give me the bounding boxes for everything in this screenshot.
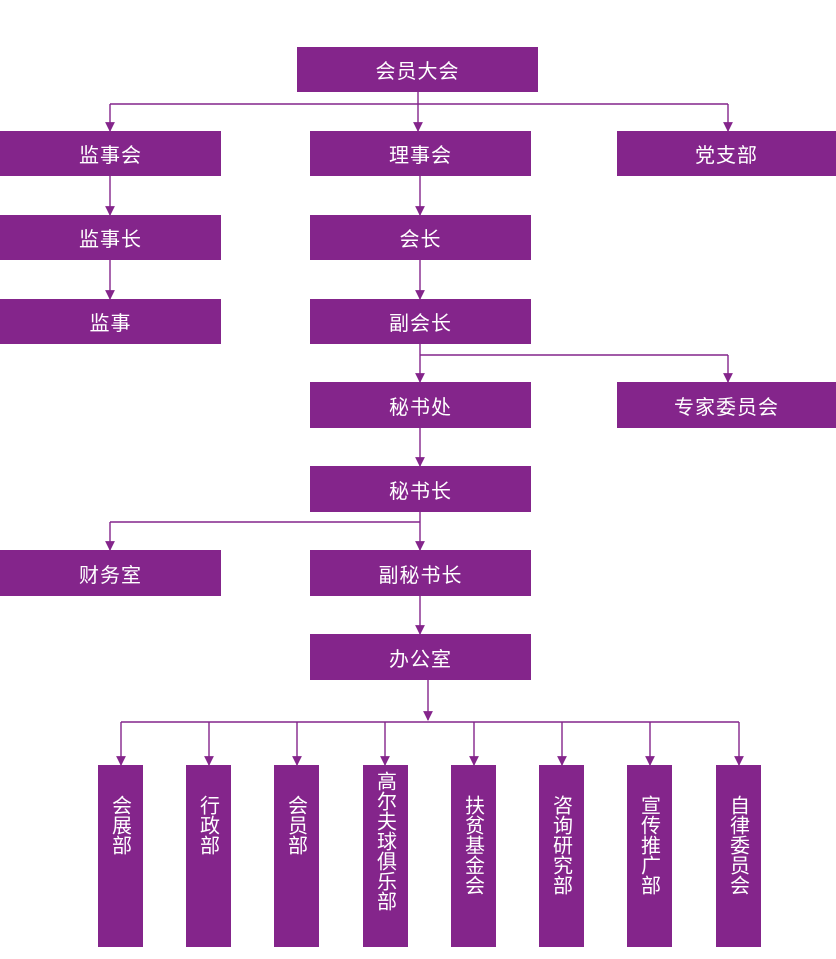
node-supervisory-board: 监事会 [0, 131, 221, 176]
dept-label: 会员部 [284, 795, 309, 855]
dept-label: 宣传推广部 [637, 795, 662, 895]
node-vice-president: 副会长 [310, 299, 531, 344]
node-deputy-secretary-general: 副秘书长 [310, 550, 531, 596]
dept-membership: 会员部 [274, 765, 319, 947]
node-finance-office: 财务室 [0, 550, 221, 596]
node-secretariat: 秘书处 [310, 382, 531, 428]
node-chief-supervisor: 监事长 [0, 215, 221, 260]
dept-label: 会展部 [108, 795, 133, 855]
dept-label: 扶贫基金会 [461, 795, 486, 895]
node-party-branch: 党支部 [617, 131, 836, 176]
dept-promotion: 宣传推广部 [627, 765, 672, 947]
dept-administration: 行政部 [186, 765, 231, 947]
dept-exhibition: 会展部 [98, 765, 143, 947]
dept-label: 高尔夫球俱乐部 [373, 771, 398, 911]
node-office: 办公室 [310, 634, 531, 680]
dept-label: 行政部 [196, 795, 221, 855]
node-expert-committee: 专家委员会 [617, 382, 836, 428]
dept-label: 咨询研究部 [549, 795, 574, 895]
dept-golf-club: 高尔夫球俱乐部 [363, 765, 408, 947]
node-president: 会长 [310, 215, 531, 260]
node-supervisor: 监事 [0, 299, 221, 344]
node-secretary-general: 秘书长 [310, 466, 531, 512]
node-assembly: 会员大会 [297, 47, 538, 92]
dept-poverty-fund: 扶贫基金会 [451, 765, 496, 947]
node-council: 理事会 [310, 131, 531, 176]
dept-self-discipline-committee: 自律委员会 [716, 765, 761, 947]
dept-consulting-research: 咨询研究部 [539, 765, 584, 947]
dept-label: 自律委员会 [726, 795, 751, 895]
